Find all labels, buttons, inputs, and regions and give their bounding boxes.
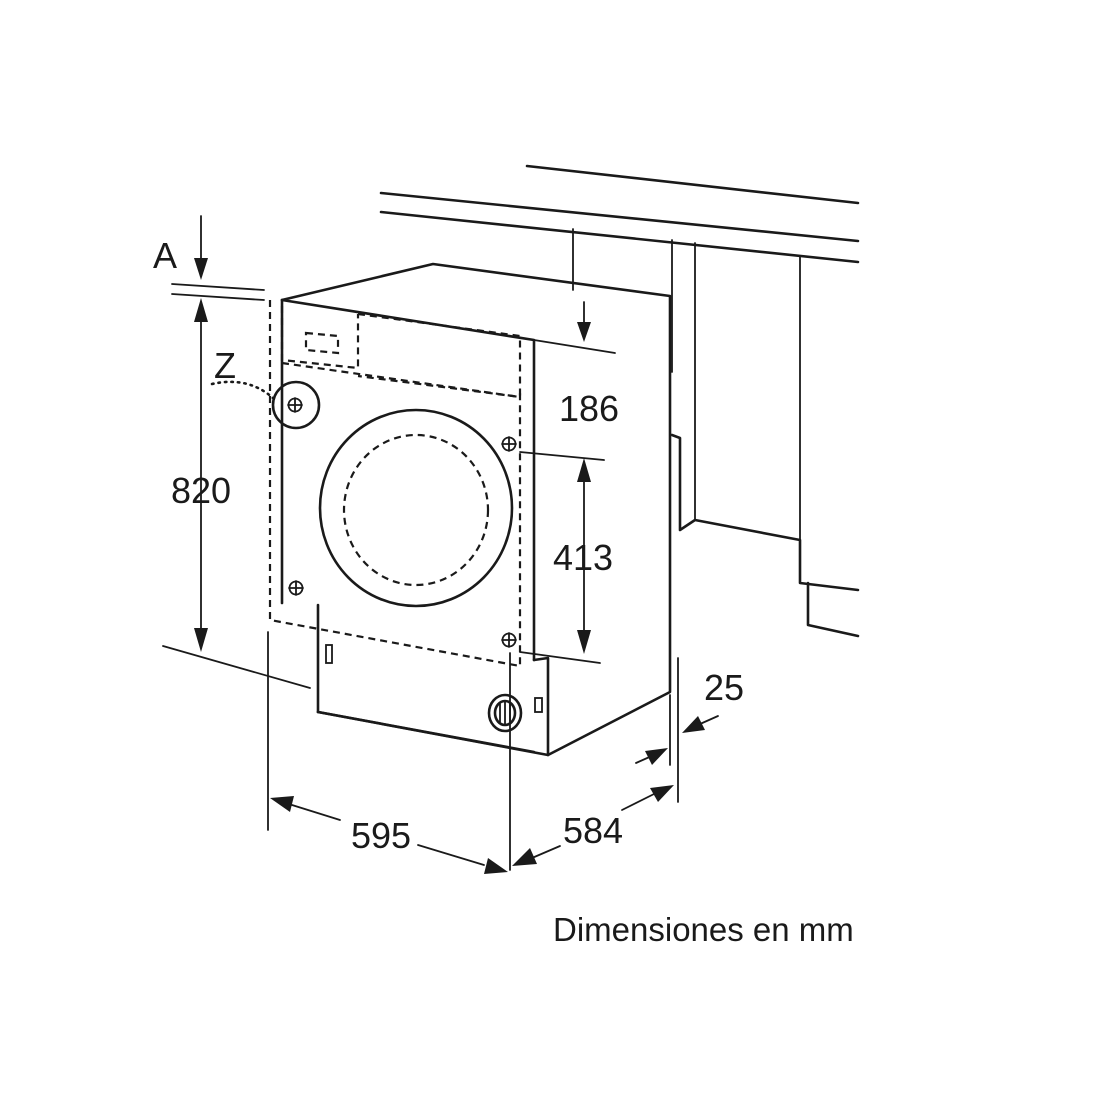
label-fixing-distance: 413 bbox=[553, 537, 613, 578]
label-z: Z bbox=[214, 345, 236, 386]
z-leader bbox=[210, 380, 275, 400]
fixing-point-bottom-right bbox=[501, 632, 517, 648]
dimension-lines bbox=[162, 215, 719, 874]
label-top-offset: 186 bbox=[559, 388, 619, 429]
machine-body bbox=[280, 262, 672, 757]
z-detail-circle bbox=[271, 380, 321, 430]
fixing-point-top-left bbox=[287, 397, 303, 413]
cabinet-outline bbox=[379, 164, 860, 638]
porthole-inner bbox=[342, 433, 490, 587]
fixing-points bbox=[287, 397, 517, 648]
label-depth: 584 bbox=[563, 810, 623, 851]
label-width: 595 bbox=[351, 815, 411, 856]
label-front-recess: 25 bbox=[704, 667, 744, 708]
label-a: A bbox=[153, 235, 177, 276]
plinth-details bbox=[325, 644, 543, 733]
door-outline bbox=[268, 300, 522, 668]
label-height: 820 bbox=[171, 470, 231, 511]
fixing-point-bottom-left bbox=[288, 580, 304, 596]
caption: Dimensiones en mm bbox=[553, 911, 854, 948]
porthole-outer bbox=[318, 408, 514, 608]
fixing-point-top-right bbox=[501, 436, 517, 452]
drain-knob bbox=[487, 693, 523, 733]
